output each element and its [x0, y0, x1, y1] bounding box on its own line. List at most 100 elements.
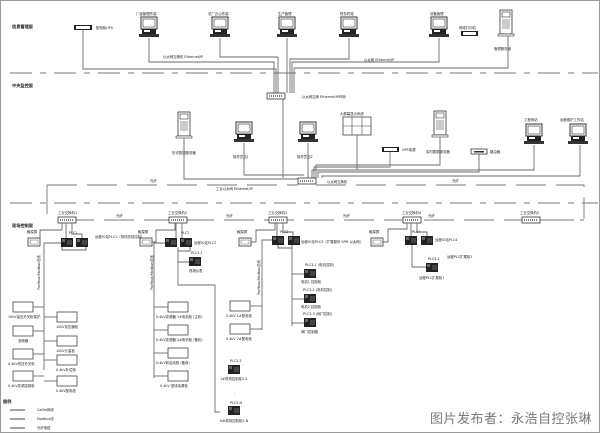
top-wiring [82, 30, 509, 93]
router-icon [470, 148, 488, 155]
plc-label: PLC3.3 (阀门控制) [303, 311, 333, 316]
plc-label: 阀门控制箱 [301, 329, 319, 334]
server-label: 实时数据服务器 [426, 149, 450, 154]
plc-label: 远程IO站PLC1（现场总线控制） [95, 234, 144, 239]
pc-icon [233, 121, 255, 143]
hmi-label: 触摸屏 [138, 229, 149, 234]
pc-label: 工程师站 [524, 117, 538, 122]
server-icon [431, 110, 449, 138]
fiber-ring [316, 184, 585, 219]
plc-label: PLC2.1 [191, 251, 203, 255]
bus-label: Profibus/Modbus总线 [256, 260, 261, 295]
plc-label: 远程PLC扩展柜1 [419, 275, 444, 280]
core-switch-label: 以太网交换 Ethernet/IP环网 [302, 94, 346, 99]
fiber-label: 光纤 [452, 178, 459, 183]
core-switch-top [266, 92, 286, 100]
device-label: 10kV高压开关柜保护 [8, 314, 41, 319]
server-icon [497, 9, 515, 37]
field-station: 工业交换机4 触摸屏 PLC4 远程IO站PLC4 PLC4.1 远程PLC扩展… [369, 210, 472, 280]
router-label: 路由器 [490, 149, 501, 154]
legend-title: 图例 [3, 398, 11, 405]
device-label: 0.4kV 2#配电柜 [226, 336, 253, 341]
hmi-label: 触摸屏 [237, 229, 248, 234]
ethernet-label: 工业以太网 Ethernet/IP [216, 186, 253, 191]
plc-label: 现场仪表 [189, 268, 203, 273]
switch-label: 工业交换机3 [268, 210, 287, 215]
device-group-b: 10kV变压器柜 10kV计量柜 0.4kV补偿柜 0.4kV配电柜 [44, 311, 79, 393]
plc-label: PLC3.2 (电机控制) [303, 287, 333, 292]
pc-label: 生产管理 [278, 11, 292, 16]
ups-icon [382, 147, 399, 152]
field-station: 工业交换机5 [520, 210, 584, 224]
pc-icon [428, 16, 450, 38]
middle-wiring [183, 135, 581, 180]
plc-label: 远程IO站PLC2 [194, 240, 216, 245]
device-label: 0.4kV补偿柜 [56, 367, 76, 372]
plc-label: PLC1 [69, 231, 77, 235]
layer-label-monitoring: 中央监控层 [12, 82, 34, 89]
device-label: 0.4kV变频控制柜 [8, 383, 35, 388]
hmi-label: 触摸屏 [27, 229, 38, 234]
layer-label-field: 现场控制层 [12, 222, 34, 229]
core-switch-mid [297, 177, 317, 185]
plc-label: PLC2 [181, 231, 189, 235]
pc-icon [567, 123, 589, 145]
pc-icon [209, 16, 231, 38]
plc-label: 远程IO站PLC4 [435, 237, 457, 242]
plc-label: PLC2.2 [230, 359, 242, 363]
pc-label: 远程维护工作站 [560, 117, 584, 122]
device-group-mid: 0.4kV变频器 1#电机柜 (主机) 0.4kV变频器 2#电机柜 (备机) … [154, 301, 203, 388]
device-label: 0.4kV配电柜 [56, 388, 76, 393]
ellipsis: ⋮ [233, 393, 236, 397]
plc-chain: PLC2.2 1#现场控制柜2.2 ⋮ PLC2.N N#现场控制柜2.N [220, 359, 249, 423]
layer-label-management: 信息管理层 [12, 23, 34, 30]
plc-label: PLC2.N [230, 401, 243, 405]
device-label: 0.4kV变频器 1#电机柜 (主机) [156, 314, 203, 319]
plc-label: N#现场控制柜2.N [220, 418, 249, 423]
switch-label: 工业交换机1 [58, 210, 77, 215]
pc-icon [338, 16, 360, 38]
switch-label: 工业交换机5 [520, 210, 539, 215]
fiber-label: 光纤 [150, 178, 157, 183]
fiber-label: 光纤 [116, 213, 123, 218]
pc-label: 操作员站1 [233, 154, 249, 159]
fiber-label: 光纤 [428, 213, 435, 218]
pc-icon [276, 16, 298, 38]
plc-label: PLC4 [412, 230, 420, 234]
core-switch-label: 以太网交换机 [327, 179, 348, 184]
ups-label: 配电柜UPS [96, 25, 113, 30]
plc-label: 电机2 控制柜 [301, 304, 322, 309]
ups-device [74, 25, 92, 30]
plc-label: PLC3.1 (电机控制) [305, 262, 335, 267]
device-label: 0.4kV低压开关柜 [8, 361, 35, 366]
pc-icon [297, 121, 319, 143]
pc-label: 操作员站2 [297, 154, 313, 159]
field-station: 工业交换机3 触摸屏 PLC3 远程IO站PLC3（扩展模块 SPM 以太网） … [237, 210, 363, 330]
switch-label: 工业交换机2 [168, 210, 187, 215]
pc-label: 总厂办公终端 [208, 11, 229, 16]
plc-label: 远程PLC扩展柜2 [447, 254, 472, 259]
bus-label: Profibus/Modbus总线 [149, 255, 154, 290]
legend-item: Modbus线 [37, 416, 54, 421]
printer-icon [461, 31, 478, 36]
watermark: 图片发布者：永浩自控张琳 [429, 412, 592, 427]
bus-label: Profibus/Modbus总线 [36, 255, 41, 290]
device-label: 0.4kV 进线电源柜 [160, 383, 188, 388]
pc-label: 厂级管理终端 [136, 11, 157, 16]
device-label: 10kV计量柜 [56, 348, 75, 353]
pcs3-sub-plcs: PLC3.1 (电机控制) 电机1 控制柜 PLC3.2 (电机控制) 电机2 … [292, 262, 335, 334]
plc-label: 1#现场控制柜2.2 [220, 376, 247, 381]
switch-label: 工业交换机4 [402, 210, 421, 215]
video-wall-label: 大屏幕显示系统 [340, 111, 364, 116]
pc-icon [138, 16, 160, 38]
pc-label: 设备管理 [430, 11, 444, 16]
server-label: 管理服务器 [494, 46, 512, 51]
ethernet-label: 以太网交换机 Ethernet/IP [163, 54, 203, 59]
ups-label: UPS电源 [402, 147, 416, 152]
hmi-label: 触摸屏 [369, 229, 380, 234]
field-station: 工业交换机2 触摸屏 PLC2 远程IO站PLC2 PLC2.1 现场仪表 Pr… [138, 210, 220, 413]
device-group-a: 10kV高压开关柜保护 变频器 0.4kV低压开关柜 0.4kV变频控制柜 [8, 301, 44, 388]
device-label: 0.4kV 1#配电柜 [226, 313, 253, 318]
